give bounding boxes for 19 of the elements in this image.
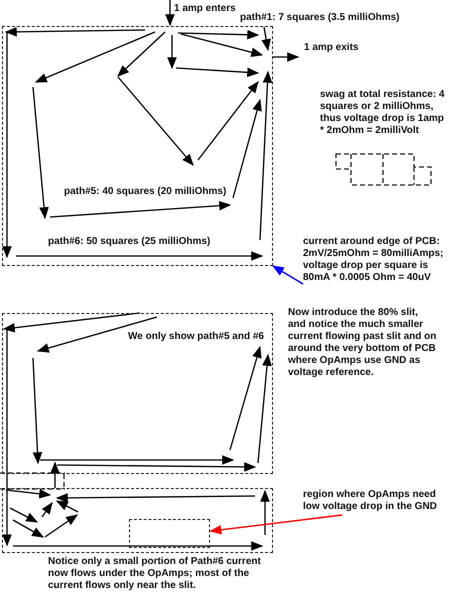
note-text: Notice only a small portion of Path#6 current now flows under the OpAmps; most of the current flows only near the slit. xyxy=(48,556,262,592)
pcb-outline xyxy=(2,488,273,553)
leader-arrow xyxy=(272,265,304,285)
callout-text: current around edge of PCB: 2mV/25mOhm = 80milliAmps; voltage drop per square is 80mA * 0.0005 Ohm = 40uV xyxy=(303,236,450,284)
current-arrow xyxy=(50,462,60,488)
pcb-outline xyxy=(2,313,273,474)
note-text: swag at total resistance: 4 squares or 2 milliOhms, thus voltage drop is 1amp * 2mOhm = 2milliVolt xyxy=(320,89,446,137)
current-label: 1 amp exits xyxy=(304,42,360,54)
current-label: 1 amp enters xyxy=(174,3,237,15)
path-label: path#1: 7 squares (3.5 milliOhms) xyxy=(240,12,400,24)
callout-text: region where OpAmps need low voltage drop in the GND xyxy=(303,489,448,515)
leader-arrow xyxy=(209,514,342,535)
note-text: We only show path#5 and #6 xyxy=(128,331,265,343)
path-label: path#6: 50 squares (25 milliOhms) xyxy=(48,236,212,248)
region-outline xyxy=(129,519,210,548)
path-label: path#5: 40 squares (20 milliOhms) xyxy=(64,186,228,198)
current-arrow xyxy=(2,329,12,546)
pcb-outline xyxy=(2,26,273,266)
note-text: Now introduce the 80% slit, and notice the much smaller current flowing past slit and on around the very bottom of PCB where OpAmps use GND as voltage reference. xyxy=(288,307,438,379)
